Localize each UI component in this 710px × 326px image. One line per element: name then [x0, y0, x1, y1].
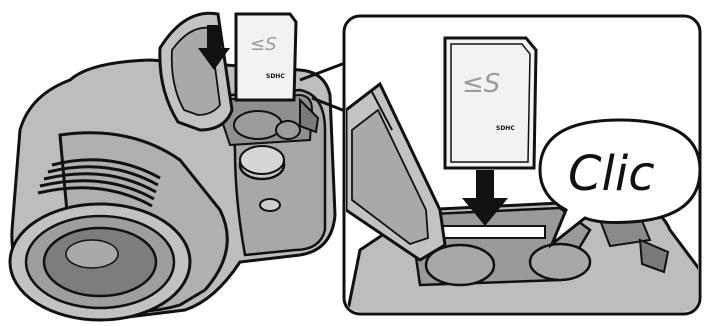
closeup-slot-detail — [530, 244, 590, 280]
slot-detail — [234, 111, 282, 139]
sd-card-small: ≤S SDHC — [236, 14, 296, 100]
slot-detail — [276, 121, 300, 139]
lens-highlight — [66, 240, 118, 268]
card-logo-large: ≤S — [462, 69, 500, 99]
card-label-large: SDHC — [496, 125, 515, 132]
card-logo-small: ≤S — [250, 34, 277, 55]
sd-card-icon: ≤S SDHC — [445, 38, 536, 168]
camera-illustration: ≤S SDHC — [10, 13, 335, 320]
detail-panel: ≤S SDHC Clic — [344, 16, 700, 320]
mode-dial-top — [240, 146, 284, 174]
closeup-card-slot — [435, 226, 545, 238]
click-label: Clic — [568, 146, 655, 202]
shutter-button — [260, 199, 280, 211]
card-label-small: SDHC — [266, 73, 285, 80]
